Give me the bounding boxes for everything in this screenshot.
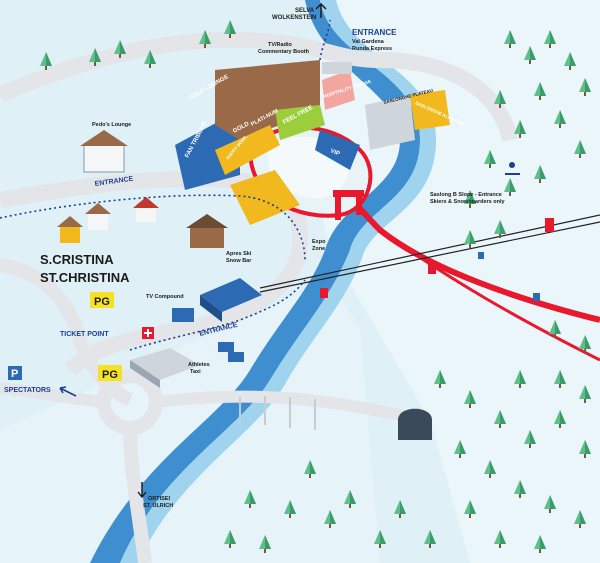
gold-lower-zone [230, 170, 300, 225]
pedos-lounge-building [80, 130, 128, 173]
tunnel [398, 408, 432, 440]
gondola-1 [320, 288, 328, 298]
parking-sign-letter: P [11, 368, 18, 380]
pg-lower-label: PG [102, 369, 118, 381]
saslong-b-label-2: Skiers & Snowboarders only [430, 199, 506, 205]
gold-stand [215, 125, 280, 175]
village-houses [57, 197, 159, 243]
finish-gate [333, 190, 364, 220]
gondola-2 [428, 262, 436, 274]
ticket-point-label: TICKET POINT [60, 331, 109, 338]
village-title-1: S.CRISTINA [40, 252, 114, 267]
tv-truck [172, 308, 194, 322]
entrance-top-sub2: Runda Express [352, 46, 392, 52]
pg-upper-label: PG [94, 296, 110, 308]
athletes-taxi-label-2: Taxi [190, 369, 201, 375]
first-aid-cross [144, 329, 152, 337]
pedos-lounge-label: Pedo's Lounge [92, 122, 131, 128]
selva-label-2: WOLKENSTEIN [272, 15, 316, 21]
entrance-top-label: ENTRANCE [352, 28, 397, 37]
selva-label: SELVA [295, 8, 315, 14]
race-course-line-2 [379, 228, 600, 362]
tv-compound-label: TV Compound [146, 294, 184, 300]
apres-ski-bar-building [186, 214, 228, 248]
expo-zone-label: Expo [312, 239, 326, 245]
hospitality-building [322, 70, 355, 110]
apres-ski-label-2: Snow Bar [226, 258, 252, 264]
parking-lot-top [322, 62, 352, 74]
ticket-point-building [130, 348, 200, 388]
spectators-label: SPECTATORS [4, 387, 51, 394]
pg-lower-badge [98, 365, 122, 381]
arrow-left-icon [59, 386, 77, 397]
blue-flag-2 [478, 252, 484, 259]
entrance-top-sub1: Val Gardena [352, 39, 385, 45]
upper-road [0, 31, 518, 142]
cable-car-line [259, 214, 600, 293]
road-spectators [0, 382, 105, 408]
skier-icon [505, 162, 520, 175]
bridge-road [155, 390, 422, 426]
down-arrow-icon [137, 482, 147, 499]
saslonghe-building [365, 95, 415, 150]
pedestrian-path [0, 194, 306, 261]
parking-sign [8, 366, 22, 380]
tv-radio-label-2: Commentary Booth [258, 49, 310, 55]
athletes-taxi-label: Athletes [188, 362, 210, 368]
ortisei-label: ORTISEI [148, 496, 170, 502]
expo-zone-label-2: Zone [312, 246, 325, 252]
up-arrow-icon [315, 2, 327, 18]
saslonghe-alps-tag [410, 90, 450, 130]
apres-ski-label: Apres Ski [226, 251, 252, 257]
blue-flag-1 [533, 293, 540, 301]
tv-radio-label: TV/Radio [268, 42, 292, 48]
road-bridge [239, 396, 316, 430]
tv-compound-building [200, 278, 262, 322]
tribune-stand [215, 60, 320, 140]
gondola-3 [545, 218, 554, 232]
pg-upper-badge [90, 292, 114, 308]
saslong-b-label: Saslong B Slope - Entrance [430, 192, 502, 198]
athletes-taxi [218, 342, 244, 362]
road-to-ortisei [123, 427, 152, 563]
ortisei-label-2: ST. ULRICH [143, 503, 173, 509]
vip-label: VIP [329, 148, 340, 157]
village-title-2: ST.CHRISTINA [40, 270, 130, 285]
vip-zone [315, 130, 360, 170]
feel-free-zone [275, 105, 325, 140]
